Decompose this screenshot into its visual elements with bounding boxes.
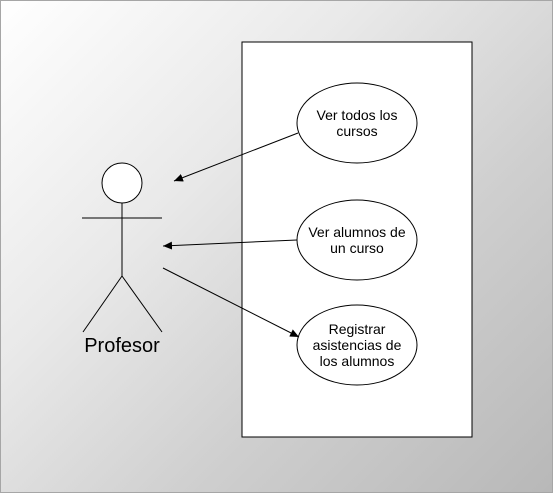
use-case-label-2: Ver alumnos de un curso (308, 224, 406, 256)
actor-name: Profesor (84, 335, 160, 357)
use-case-ellipse-3[interactable] (296, 304, 418, 386)
association-arrow-3 (162, 267, 300, 338)
actor-head (101, 162, 143, 204)
use-case-label-3: Registrar asistencias de los alumnos (312, 321, 402, 369)
association-arrow-1 (173, 132, 299, 182)
actor-right-leg (121, 275, 163, 333)
use-case-ellipse-1[interactable] (296, 82, 418, 164)
actor-left-leg (82, 275, 123, 333)
use-case-label-1: Ver todos los cursos (316, 107, 398, 139)
actor-figure (82, 162, 163, 333)
association-arrow-2 (162, 239, 298, 250)
